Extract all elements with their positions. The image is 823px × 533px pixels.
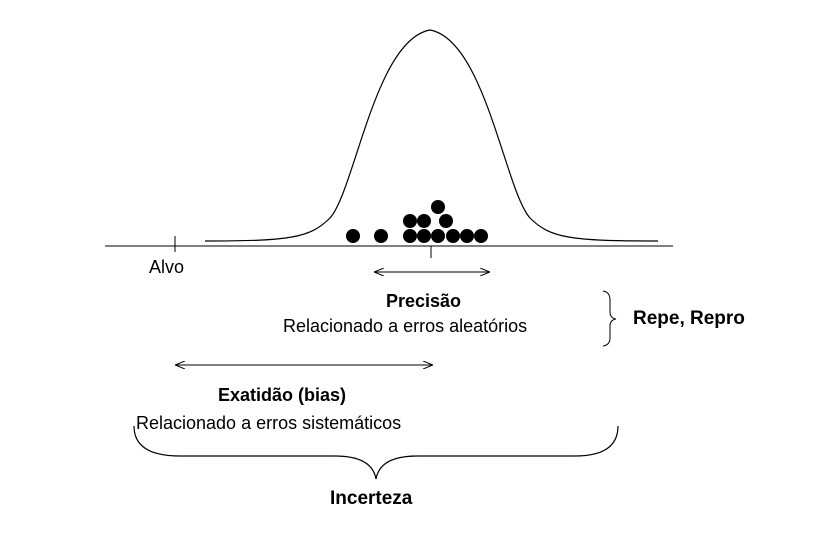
measurement-point xyxy=(374,229,388,243)
measurement-point xyxy=(346,229,360,243)
normal-distribution-curve xyxy=(204,29,659,242)
measurement-point xyxy=(439,214,453,228)
uncertainty-label: Incerteza xyxy=(330,488,413,509)
measurement-point xyxy=(417,229,431,243)
measurement-point xyxy=(417,214,431,228)
uncertainty-brace xyxy=(133,425,619,480)
measurement-point xyxy=(431,229,445,243)
precision-brace xyxy=(602,290,617,347)
accuracy-title: Exatidão (bias) xyxy=(218,385,347,405)
measurement-point xyxy=(446,229,460,243)
measurement-point xyxy=(460,229,474,243)
measurement-point xyxy=(403,214,417,228)
measurement-point xyxy=(431,200,445,214)
repeatability-label: Repe, Repro xyxy=(633,308,745,329)
target-label: Alvo xyxy=(149,257,185,277)
precision-description: Relacionado a erros aleatórios xyxy=(283,316,528,336)
accuracy-description: Relacionado a erros sistemáticos xyxy=(136,413,402,433)
measurement-points xyxy=(346,200,488,243)
precision-title: Precisão xyxy=(386,291,462,311)
measurement-point xyxy=(403,229,417,243)
measurement-point xyxy=(474,229,488,243)
